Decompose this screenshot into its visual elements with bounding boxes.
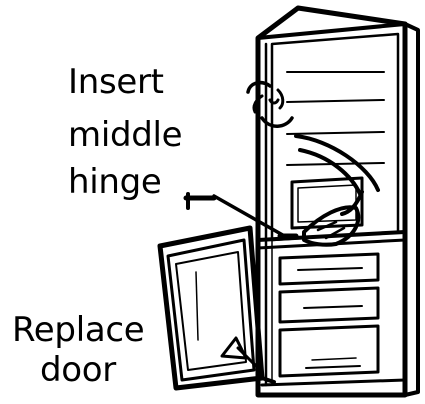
label-middle: middle <box>68 115 183 155</box>
label-hinge: hinge <box>68 162 162 202</box>
freezer-drawers <box>260 252 407 387</box>
label-door: door <box>40 350 116 390</box>
hand-figure <box>246 80 380 247</box>
fridge-body <box>255 5 420 398</box>
door <box>157 225 276 391</box>
label-replace: Replace <box>12 310 145 350</box>
label-insert: Insert <box>68 62 164 102</box>
hinge-pointer <box>183 192 299 240</box>
